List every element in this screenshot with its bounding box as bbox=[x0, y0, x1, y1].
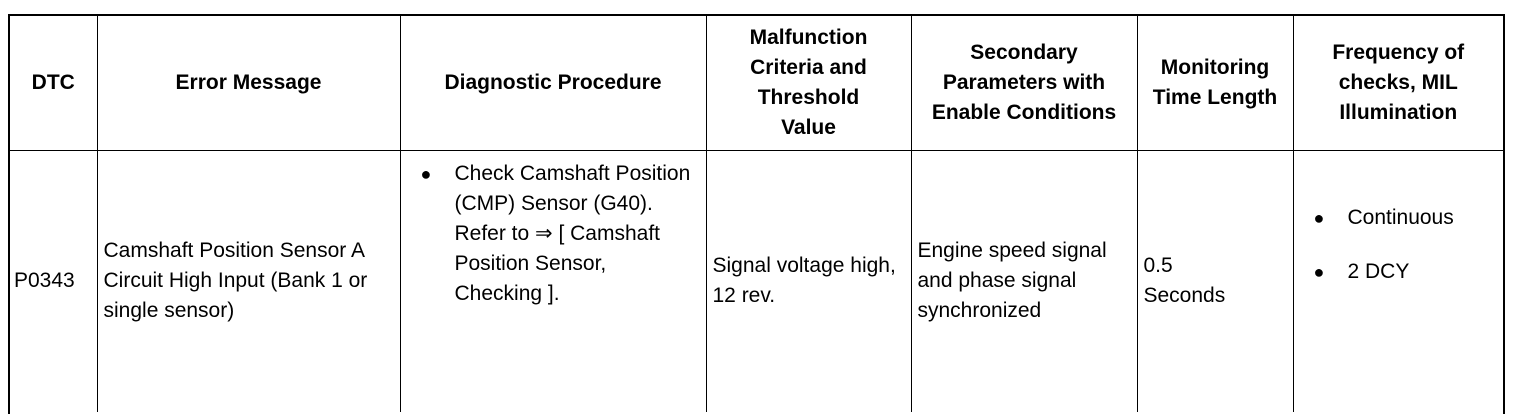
cell-error-message: Camshaft Position Sensor A Circuit High … bbox=[97, 150, 401, 412]
frequency-list: ● Continuous ● 2 DCY bbox=[1314, 203, 1504, 287]
procedure-item: ● Check Camshaft Position (CMP) Sensor (… bbox=[421, 159, 700, 309]
cell-frequency: ● Continuous ● 2 DCY bbox=[1293, 150, 1503, 412]
header-secondary-parameters: Secondary Parameters with Enable Conditi… bbox=[911, 16, 1138, 151]
bullet-icon: ● bbox=[1313, 261, 1325, 282]
cell-dtc-code: P0343 bbox=[10, 150, 98, 412]
bullet-icon: ● bbox=[1313, 207, 1325, 228]
header-frequency: Frequency of checks, MIL Illumination bbox=[1293, 16, 1503, 151]
header-dtc: DTC bbox=[10, 16, 98, 151]
cell-diagnostic-procedure: ● Check Camshaft Position (CMP) Sensor (… bbox=[400, 150, 707, 412]
cell-monitoring-time: 0.5 Seconds bbox=[1137, 150, 1294, 412]
header-monitoring-time: Monitoring Time Length bbox=[1137, 16, 1294, 151]
header-row: DTC Error Message Diagnostic Procedure M… bbox=[10, 16, 1503, 151]
header-malfunction-criteria: Malfunction Criteria and Threshold Value bbox=[706, 16, 912, 151]
list-item: ● Continuous bbox=[1314, 203, 1504, 233]
cell-malfunction-criteria: Signal voltage high, 12 rev. bbox=[706, 150, 912, 412]
frequency-item-text: Continuous bbox=[1347, 205, 1454, 229]
procedure-text: Check Camshaft Position (CMP) Sensor (G4… bbox=[454, 161, 691, 305]
header-diagnostic-procedure: Diagnostic Procedure bbox=[400, 16, 707, 151]
bullet-icon: ● bbox=[420, 163, 432, 184]
cell-secondary-parameters: Engine speed signal and phase signal syn… bbox=[911, 150, 1138, 412]
dtc-table-grid: DTC Error Message Diagnostic Procedure M… bbox=[10, 16, 1503, 412]
list-item: ● 2 DCY bbox=[1314, 257, 1504, 287]
header-error-message: Error Message bbox=[97, 16, 401, 151]
dtc-table: DTC Error Message Diagnostic Procedure M… bbox=[8, 14, 1505, 414]
frequency-item-text: 2 DCY bbox=[1347, 259, 1410, 283]
table-row: P0343 Camshaft Position Sensor A Circuit… bbox=[10, 150, 1503, 412]
